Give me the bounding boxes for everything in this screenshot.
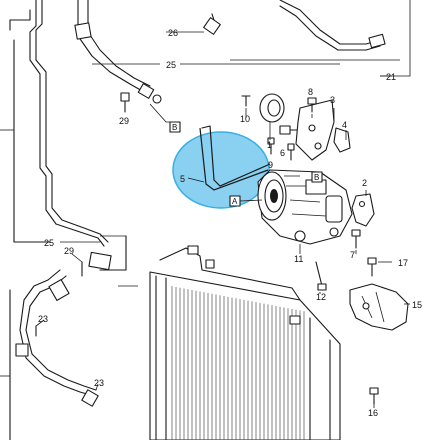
bolt-7 xyxy=(351,229,361,249)
callout-16: 16 xyxy=(368,408,378,418)
mount-15 xyxy=(349,283,409,331)
pipe-top-center xyxy=(74,0,155,99)
idler-bracket xyxy=(295,99,351,161)
pipe-top-right xyxy=(279,0,386,51)
callout-3: 3 xyxy=(330,95,335,105)
callout-21: 21 xyxy=(386,72,396,82)
ref-a-label: A xyxy=(232,197,238,206)
hose-lower-left xyxy=(9,235,138,441)
ref-b-upper-label: B xyxy=(172,123,177,132)
callout-8: 8 xyxy=(308,87,313,97)
bolt-12 xyxy=(315,261,327,291)
callout-29-upper: 29 xyxy=(119,116,129,126)
callout-1: 1 xyxy=(267,140,272,150)
bolt-17 xyxy=(367,257,392,277)
callout-10: 10 xyxy=(240,114,250,124)
callout-labels: 26 25 21 8 3 29 10 4 1 6 9 5 2 25 29 11 … xyxy=(38,28,422,418)
belt-highlight xyxy=(172,125,271,209)
pipe-upper-left xyxy=(9,0,109,247)
bolt-8 xyxy=(307,97,317,113)
ref-box-b-upper: B xyxy=(169,121,181,133)
callout-23-upper: 23 xyxy=(38,314,48,324)
callout-23-lower: 23 xyxy=(94,378,104,388)
ref-box-a: A xyxy=(229,195,263,207)
clamp-ring xyxy=(149,94,176,123)
callout-9: 9 xyxy=(268,160,273,170)
callout-2: 2 xyxy=(362,178,367,188)
callout-5: 5 xyxy=(180,174,185,184)
leader-bracket-lower-left xyxy=(0,235,126,377)
callout-17: 17 xyxy=(398,258,408,268)
condenser-fittings xyxy=(187,245,301,325)
callout-25-top: 25 xyxy=(166,60,176,70)
callout-25-mid: 25 xyxy=(44,238,54,248)
idler-pulley xyxy=(241,93,303,135)
compressor xyxy=(257,169,353,245)
leader-bracket-left xyxy=(0,129,50,243)
ref-b-middle-label: B xyxy=(314,173,319,182)
condenser-fins xyxy=(171,286,305,440)
callout-12: 12 xyxy=(316,292,326,302)
bolt-16 xyxy=(369,387,379,405)
callout-26: 26 xyxy=(168,28,178,38)
bracket-2 xyxy=(351,193,375,227)
bolt-29-upper xyxy=(120,92,130,113)
callout-6: 6 xyxy=(280,148,285,158)
callout-11: 11 xyxy=(294,254,303,264)
leader-lines xyxy=(35,31,410,408)
bolt-6 xyxy=(287,143,295,161)
bolt-9 xyxy=(267,137,275,155)
ref-box-b-middle: B xyxy=(311,171,323,183)
callout-4: 4 xyxy=(342,120,347,130)
callout-15: 15 xyxy=(412,300,422,310)
callout-29-lower: 29 xyxy=(64,246,74,256)
fitting-26 xyxy=(203,13,221,35)
condenser xyxy=(149,247,341,441)
callout-7: 7 xyxy=(350,250,355,260)
